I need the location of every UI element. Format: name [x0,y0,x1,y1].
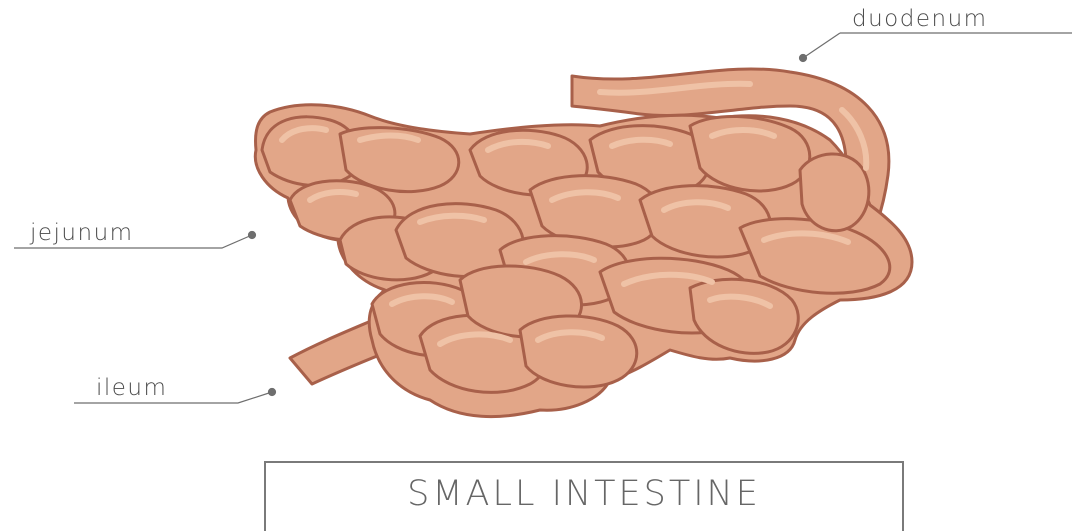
label-jejunum: jejunum [30,222,134,245]
jejunum-leader-dot [249,232,256,239]
duodenum-leader-line-angled [803,33,840,58]
ileum-leader-dot [269,389,276,396]
label-ileum: ileum [96,377,167,400]
diagram-title: SMALL INTESTINE [266,477,902,512]
coil-loop [800,154,869,231]
label-duodenum: duodenum [852,8,988,31]
title-box: SMALL INTESTINE [264,461,904,531]
coil-loop [520,316,637,387]
intestine-illustration [255,69,912,417]
duodenum-leader-dot [800,55,807,62]
